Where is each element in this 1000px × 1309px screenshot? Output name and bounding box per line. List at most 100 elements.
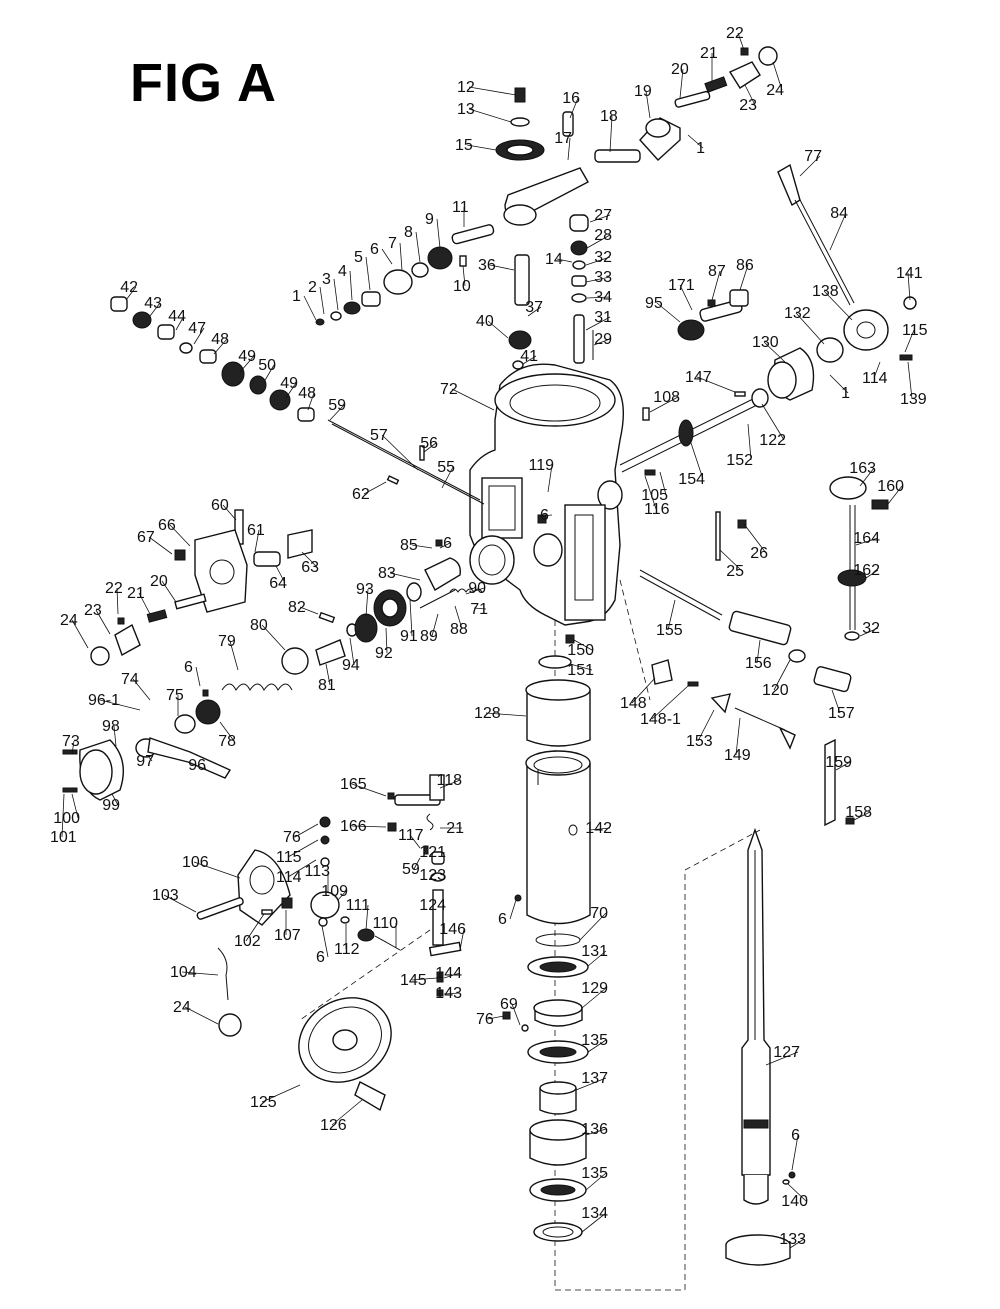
part-callout: 107 [274,927,301,944]
pinion-shaft [619,388,769,476]
leader-line [319,286,325,315]
part-callout: 125 [250,1094,277,1111]
part-callout: 83 [378,565,396,582]
leader-line [465,587,485,595]
leader-line [887,485,903,505]
leader-line [573,639,593,651]
part-callout: 17 [554,130,572,147]
leader-line [287,839,319,858]
clock-spring-group [62,639,346,801]
leader-line [193,327,205,345]
part-callout: 166 [340,818,367,835]
part-callout: 115 [276,849,302,866]
leader-line [409,599,413,637]
leader-line [865,569,879,579]
part-callout: 43 [144,295,162,312]
part-callout: 50 [258,357,276,374]
leader-line [761,403,785,441]
part-callout: 48 [298,385,316,402]
leader-line [667,599,676,631]
center-gear-stack [508,214,594,370]
leader-line [263,364,275,383]
part-callout: 104 [170,964,197,981]
part-callout: 153 [686,733,713,750]
leader-line [349,637,355,666]
leader-line [333,278,339,311]
leader-line [71,740,75,755]
leader-line [589,827,611,831]
leader-line [829,374,849,394]
handwheel-assembly [217,894,529,1112]
leader-line [222,504,237,521]
part-callout: 21 [700,45,718,62]
part-callout: 90 [468,580,486,597]
part-callout: 103 [152,887,179,904]
part-callout: 9 [425,211,434,228]
leader-line [547,464,553,493]
part-callout: 77 [804,148,822,165]
part-callout: 49 [238,348,256,365]
leader-line [413,857,421,870]
leader-line [739,264,749,291]
part-callout: 13 [457,101,475,118]
leader-line [696,376,736,393]
part-callout: 164 [853,530,880,547]
leader-line [765,1051,799,1066]
leader-line [586,296,611,299]
leader-line [763,341,786,363]
part-callout: 76 [283,829,301,846]
leader-line [451,388,495,411]
part-callout: 59 [328,397,346,414]
leader-line [719,549,743,572]
part-callout: 96 [188,757,206,774]
part-callout: 69 [500,996,518,1013]
leader-line [193,861,241,879]
leader-line [466,144,497,151]
part-callout: 98 [102,718,120,735]
part-callout: 135 [581,1032,608,1049]
part-callout: 91 [400,628,418,645]
leader-line [679,68,684,99]
part-callout: 34 [594,289,612,306]
part-callout: 14 [545,251,563,268]
leader-line [229,640,239,671]
part-callout: 100 [53,810,80,827]
leader-line [747,423,752,461]
leader-line [489,264,515,271]
part-callout: 158 [845,804,872,821]
gear-train [318,539,483,643]
leader-line [245,913,265,942]
part-callout: 147 [685,369,712,386]
leader-line [835,761,851,771]
part-callout: 44 [168,308,186,325]
leader-line [254,529,260,553]
part-callout: 76 [476,1011,494,1028]
leader-line [203,764,207,771]
part-callout: 136 [581,1121,608,1138]
leader-line [795,312,825,345]
part-callout: 32 [862,620,880,637]
leader-line [799,155,821,177]
leader-line [169,524,191,547]
leader-line [581,987,607,1009]
part-callout: 99 [102,797,120,814]
leader-line [349,270,353,301]
part-callout: 56 [420,435,438,452]
part-callout: 140 [781,1193,808,1210]
part-callout: 4 [338,263,347,280]
leader-line [175,315,185,331]
leader-line [148,536,173,555]
part-callout: 20 [671,61,689,78]
part-callout: 47 [188,320,206,337]
part-callout: 111 [346,897,370,914]
part-callout: 5 [354,249,363,266]
leader-line [522,355,537,365]
part-callout: 20 [150,573,168,590]
part-callout: 57 [370,427,388,444]
leader-line [585,256,611,266]
leader-line [423,442,437,453]
part-callout: 15 [455,137,473,154]
leader-line [436,218,441,249]
leader-line [301,551,318,568]
